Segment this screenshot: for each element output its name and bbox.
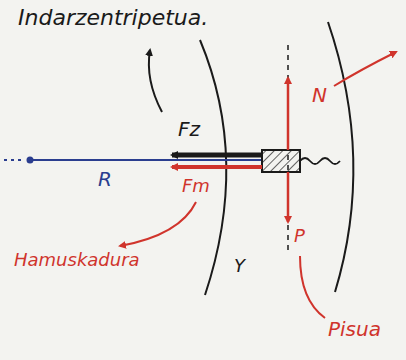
- title-label: Indarzentripetua.: [18, 6, 208, 30]
- path-arc: [328, 22, 353, 292]
- force-label: Fz: [178, 118, 200, 140]
- force-label: N: [312, 84, 327, 106]
- note-label: Hamuskadura: [14, 250, 140, 270]
- pointer-arrow: [120, 202, 196, 246]
- radius-label: R: [98, 168, 112, 190]
- pointer-arrow: [149, 50, 162, 112]
- force-label: Fm: [182, 176, 210, 196]
- force-arrow: [287, 172, 290, 222]
- pointer-arrow: [334, 52, 396, 86]
- force-label: P: [294, 226, 305, 246]
- pointer-line: [300, 256, 325, 318]
- axis-label: Y: [234, 256, 245, 276]
- radius-line: [4, 159, 22, 161]
- block: [262, 150, 300, 172]
- force-arrow: [172, 153, 262, 158]
- force-arrow: [172, 165, 262, 169]
- radius-line: [30, 159, 262, 161]
- force-arrow: [287, 78, 290, 150]
- note-label: Pisua: [328, 318, 381, 340]
- spring: [300, 158, 340, 164]
- axis-line: [287, 45, 289, 250]
